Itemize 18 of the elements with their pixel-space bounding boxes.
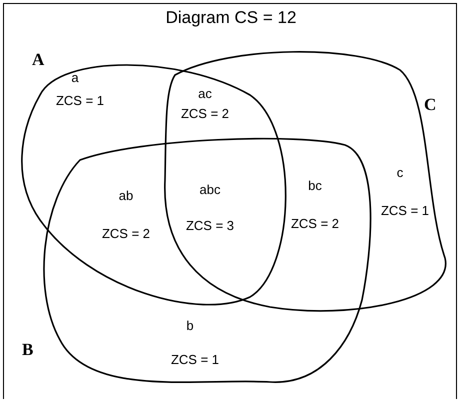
zone-name: ab [118, 188, 134, 203]
zone-name: a [71, 70, 79, 85]
zone-value: ZCS = 2 [102, 226, 150, 241]
zone-value: ZCS = 1 [170, 352, 220, 367]
zone-value: ZCS = 2 [290, 216, 340, 231]
zone-name: b [186, 318, 194, 333]
zone-value: ZCS = 2 [180, 106, 230, 121]
zone-name: bc [308, 178, 322, 193]
zone-name: c [396, 165, 404, 180]
set-label: C [424, 95, 436, 115]
set-label: A [32, 50, 44, 70]
set-label: B [22, 340, 34, 360]
diagram-title: Diagram CS = 12 [166, 8, 296, 28]
zone-name: abc [200, 182, 220, 197]
zone-value: ZCS = 1 [380, 203, 430, 218]
zone-value: ZCS = 1 [56, 93, 104, 108]
zone-value: ZCS = 3 [186, 218, 234, 233]
zone-name: ac [198, 86, 212, 101]
